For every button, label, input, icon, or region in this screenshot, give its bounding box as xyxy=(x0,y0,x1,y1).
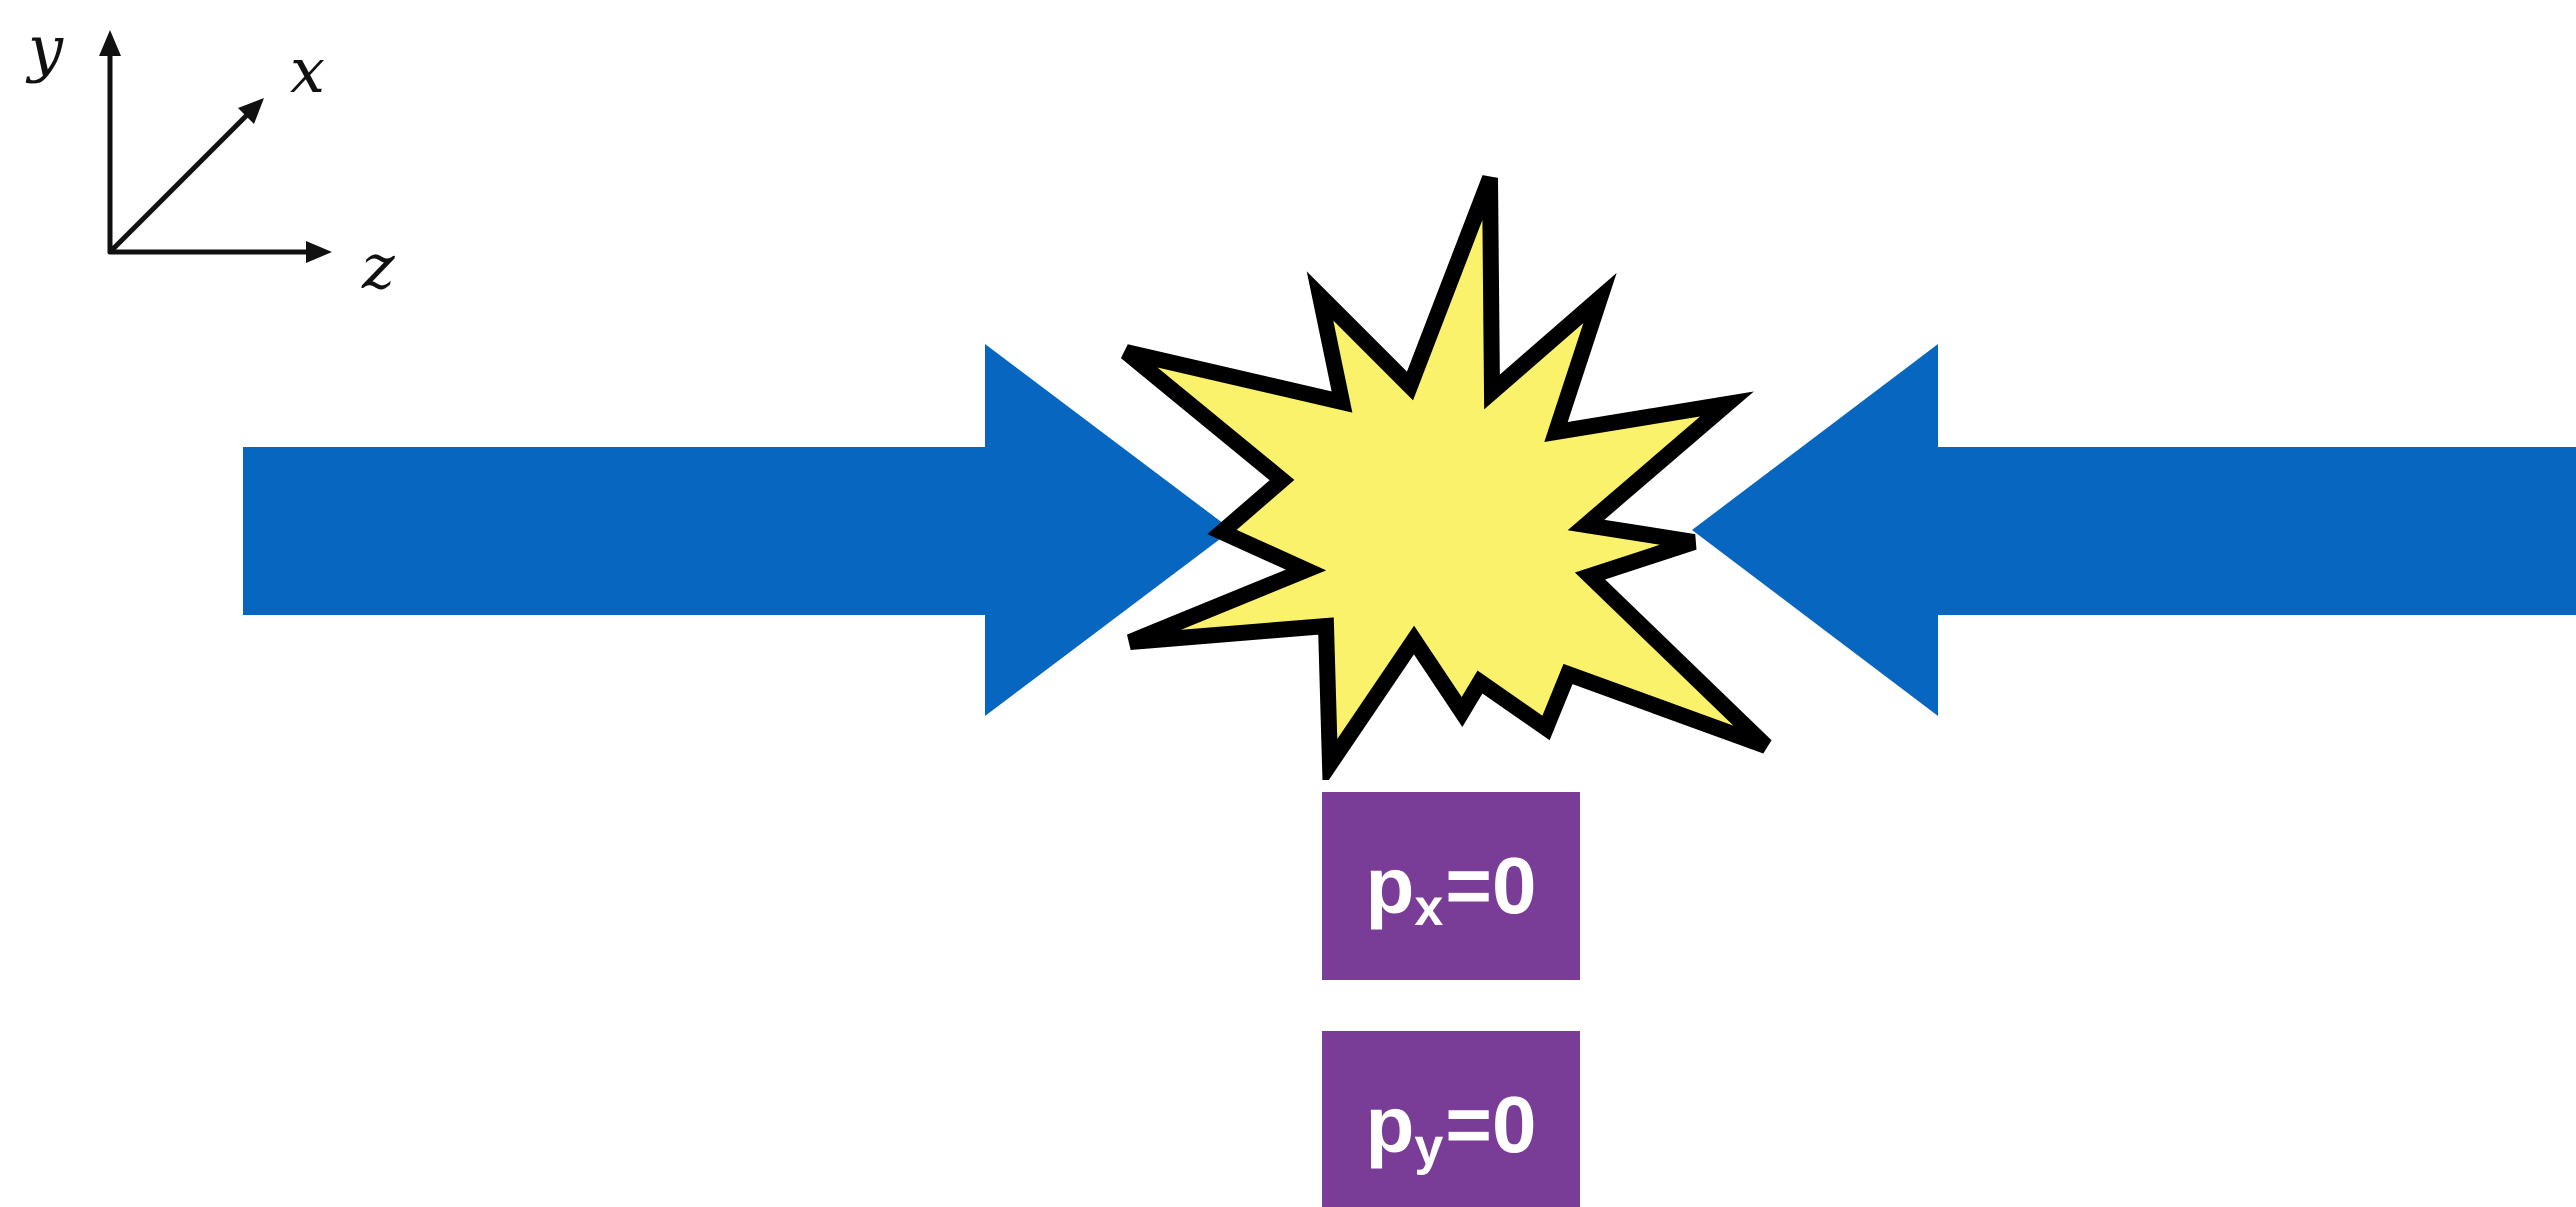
x-axis-label: x xyxy=(290,34,325,107)
y-axis-label: y xyxy=(25,12,64,85)
px-symbol: p xyxy=(1365,841,1415,930)
px-value: =0 xyxy=(1445,841,1537,930)
right-beam-arrow xyxy=(1692,344,2576,716)
px-subscript: x xyxy=(1414,879,1444,937)
x-axis-arrowhead xyxy=(238,98,264,124)
collision-graphic xyxy=(243,175,2576,780)
z-axis-label: z xyxy=(361,230,395,303)
py-value: =0 xyxy=(1445,1080,1537,1169)
py-subscript: y xyxy=(1414,1118,1444,1176)
collision-burst xyxy=(1120,175,1772,780)
x-axis-line xyxy=(107,109,253,255)
coordinate-axes: y x z xyxy=(25,12,395,303)
left-beam-arrow xyxy=(243,344,1232,716)
z-axis-arrowhead xyxy=(306,241,332,263)
y-axis-arrowhead xyxy=(99,30,121,56)
py-symbol: p xyxy=(1365,1080,1415,1169)
